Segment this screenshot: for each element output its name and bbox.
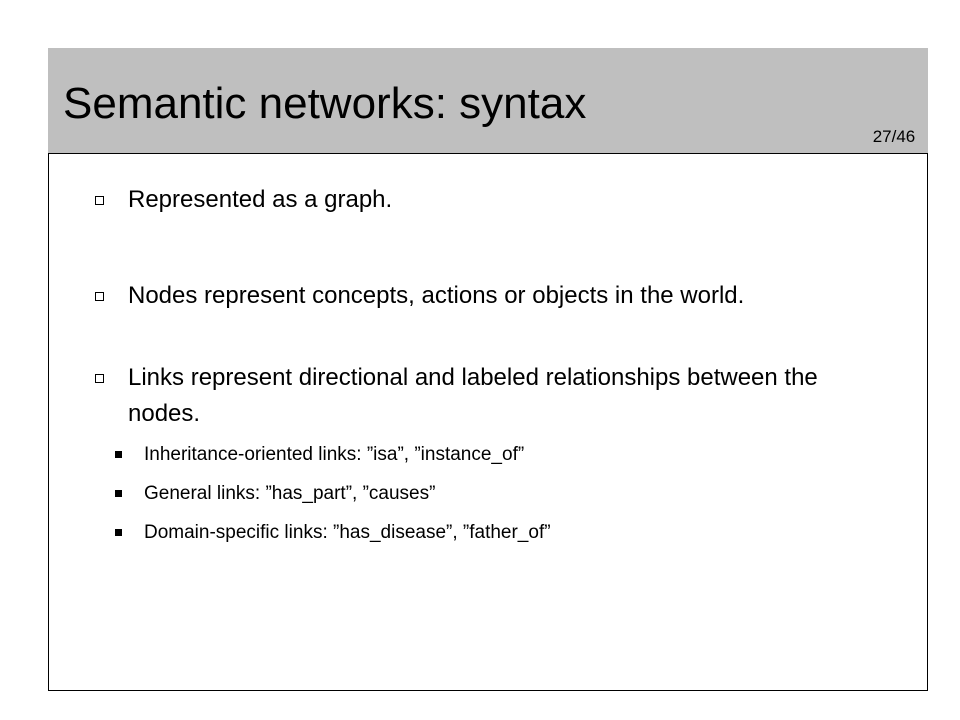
page-number-box xyxy=(860,48,928,154)
sub-bullet-item: Inheritance-oriented links: ”isa”, ”inst… xyxy=(115,442,815,468)
filled-square-icon xyxy=(115,451,122,458)
bullet-item: Links represent directional and labeled … xyxy=(95,360,840,432)
sub-bullet-text: General links: ”has_part”, ”causes” xyxy=(144,483,436,504)
title-band xyxy=(48,48,861,154)
sub-bullet-item: General links: ”has_part”, ”causes” xyxy=(115,481,815,507)
checkbox-square-icon xyxy=(95,374,104,383)
sub-bullet-text: Domain-specific links: ”has_disease”, ”f… xyxy=(144,522,551,543)
bullet-text: Nodes represent concepts, actions or obj… xyxy=(128,282,745,309)
bullet-text: Links represent directional and labeled … xyxy=(128,364,818,427)
bullet-text: Represented as a graph. xyxy=(128,186,393,213)
checkbox-square-icon xyxy=(95,292,104,301)
slide-title: Semantic networks: syntax xyxy=(63,79,587,128)
sub-bullet-item: Domain-specific links: ”has_disease”, ”f… xyxy=(115,520,815,546)
filled-square-icon xyxy=(115,490,122,497)
page-number: 27/46 xyxy=(872,127,916,146)
bullet-item: Represented as a graph. xyxy=(95,182,840,218)
checkbox-square-icon xyxy=(95,196,104,205)
bullet-item: Nodes represent concepts, actions or obj… xyxy=(95,278,840,314)
filled-square-icon xyxy=(115,529,122,536)
sub-bullet-text: Inheritance-oriented links: ”isa”, ”inst… xyxy=(144,444,525,465)
